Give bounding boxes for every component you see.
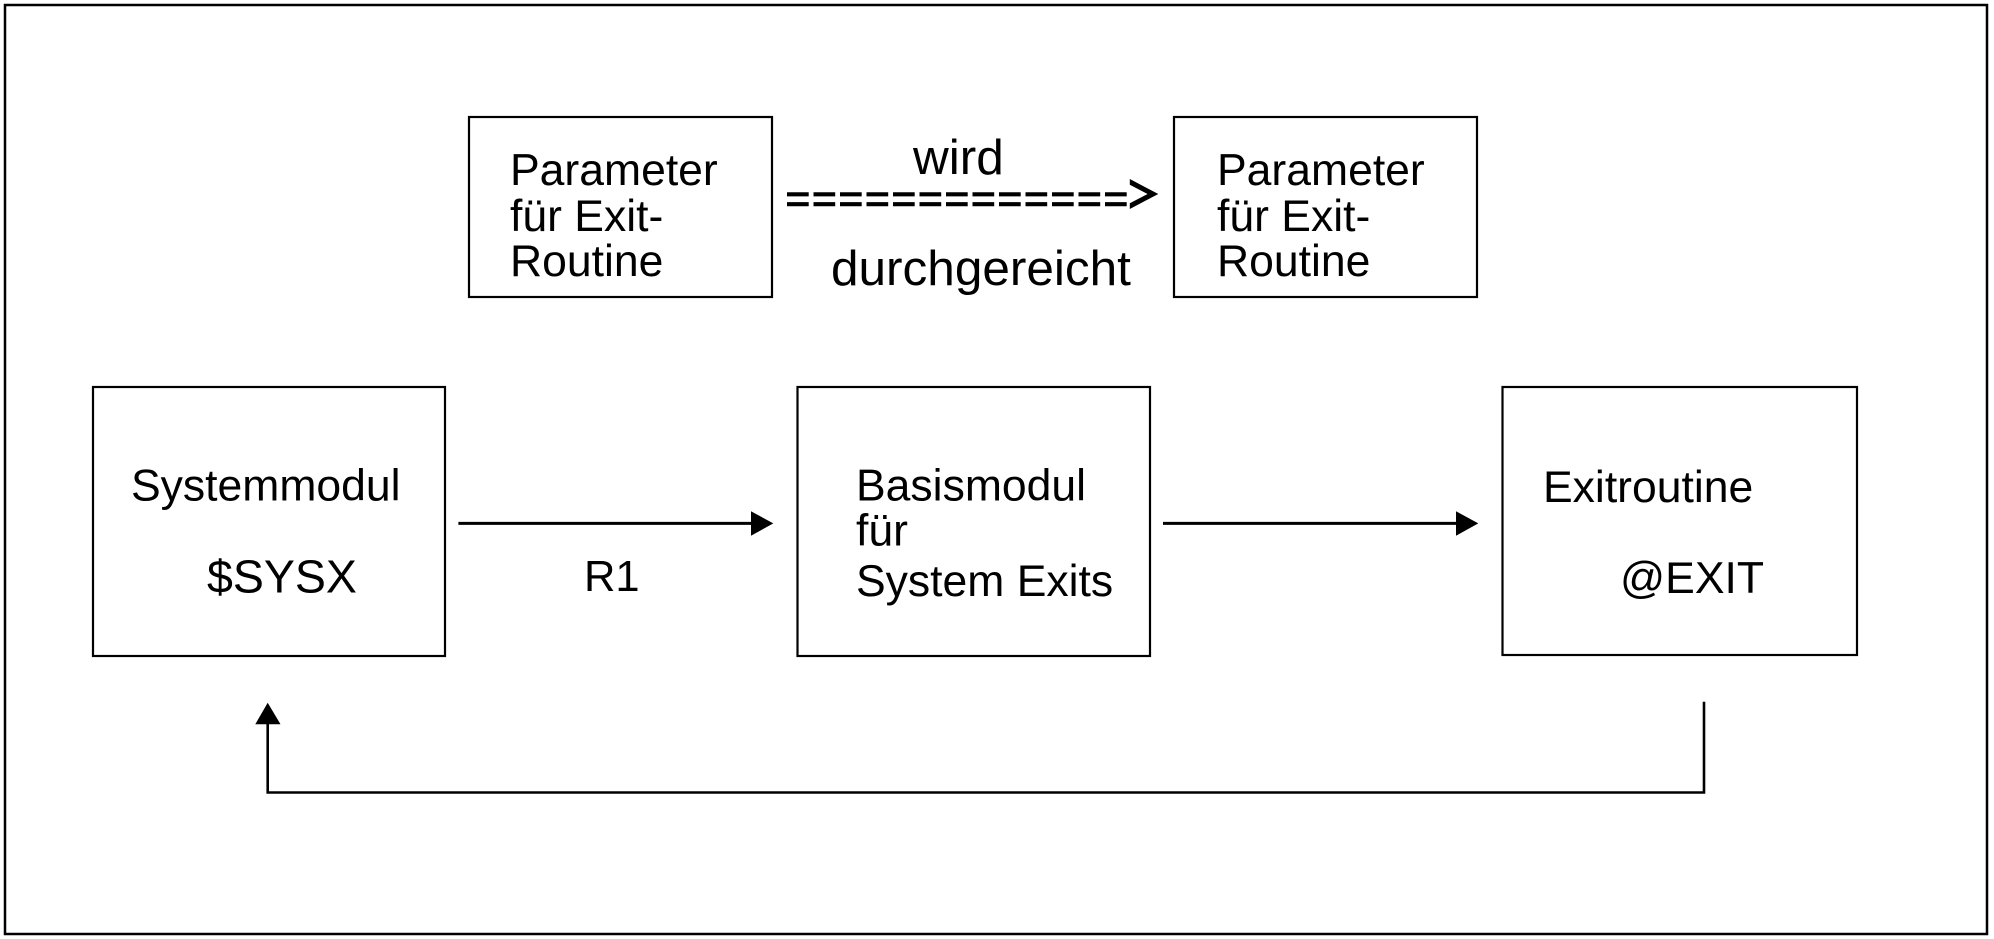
svg-text:Routine: Routine (1217, 237, 1370, 286)
svg-text:für: für (856, 507, 908, 556)
svg-text:Exitroutine: Exitroutine (1543, 463, 1753, 512)
svg-text:Routine: Routine (510, 237, 663, 286)
svg-text:für Exit-: für Exit- (510, 192, 663, 241)
svg-text:Parameter: Parameter (510, 146, 718, 195)
svg-text:R1: R1 (584, 553, 640, 601)
svg-text:@EXIT: @EXIT (1620, 554, 1764, 603)
svg-text:Parameter: Parameter (1217, 146, 1425, 195)
svg-text:durchgereicht: durchgereicht (831, 241, 1131, 296)
svg-text:Basismodul: Basismodul (856, 462, 1086, 511)
svg-text:für Exit-: für Exit- (1217, 192, 1370, 241)
svg-text:$SYSX: $SYSX (207, 551, 357, 603)
svg-text:wird: wird (912, 130, 1004, 185)
svg-text:Systemmodul: Systemmodul (131, 462, 401, 511)
svg-text:System Exits: System Exits (856, 557, 1113, 606)
